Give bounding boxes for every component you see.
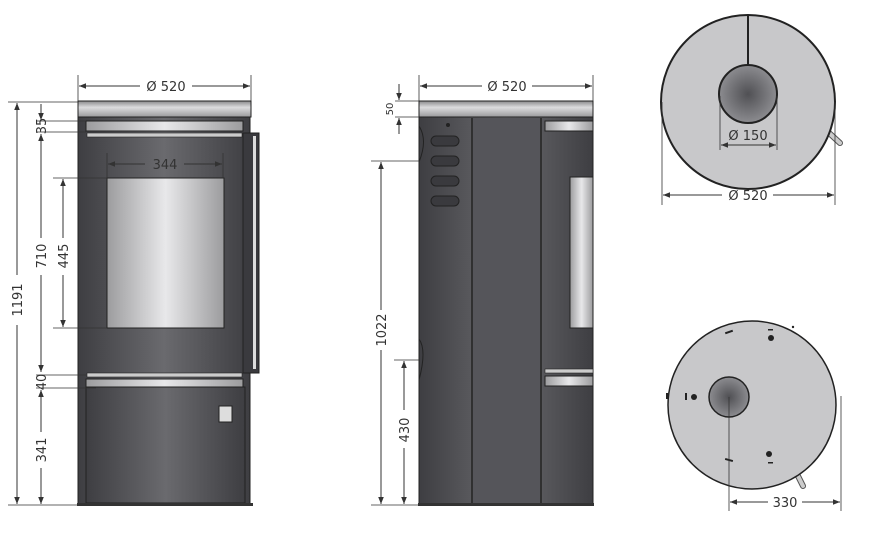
base-knob (218, 405, 233, 423)
side-window (569, 176, 594, 329)
front-width-label: Ø 520 (146, 80, 185, 95)
flue-collar (718, 64, 778, 124)
side-top-cap (418, 100, 594, 118)
base-panel (85, 386, 246, 504)
mid-band-label: 40 (35, 374, 50, 391)
top-cap-label: 50 (385, 103, 396, 116)
handle-highlight (253, 136, 256, 369)
door-window (106, 177, 225, 329)
top-cap (77, 100, 252, 118)
side-center-panel (473, 118, 540, 503)
top-view: Ø 150 Ø 520 (660, 14, 843, 205)
total-height-label: 1191 (11, 283, 26, 316)
front-view: Ø 520 1191 35 710 445 344 40 341 (8, 75, 260, 506)
inlet-bulge (418, 338, 424, 381)
bottom-outline (667, 320, 837, 490)
outlet-height-label: 1022 (375, 313, 390, 346)
top-outer-diameter-label: Ø 520 (728, 189, 767, 204)
lower-band (85, 378, 244, 388)
plinth (77, 503, 253, 506)
window-width-label: 344 (153, 158, 178, 173)
inlet-height-label: 430 (398, 418, 413, 443)
flue-diameter-label: Ø 150 (728, 129, 767, 144)
outlet-bulge (418, 125, 424, 163)
side-upper-band (544, 120, 594, 132)
door-bottom-rail (86, 372, 243, 378)
side-width-label: Ø 520 (487, 80, 526, 95)
vent-slots (430, 135, 460, 207)
side-dot (446, 123, 450, 127)
side-lower-band (544, 375, 594, 387)
door-top-rail (86, 132, 243, 138)
base-height-label: 341 (35, 438, 50, 463)
offset-label: 330 (773, 496, 798, 511)
side-view: Ø 520 50 1022 430 (371, 75, 594, 506)
upper-band (85, 120, 244, 132)
door-height-label: 710 (35, 244, 50, 269)
window-height-label: 445 (57, 244, 72, 269)
bottom-view: 330 (666, 320, 842, 511)
door-handle (242, 132, 260, 374)
top-band-label: 35 (35, 118, 50, 135)
